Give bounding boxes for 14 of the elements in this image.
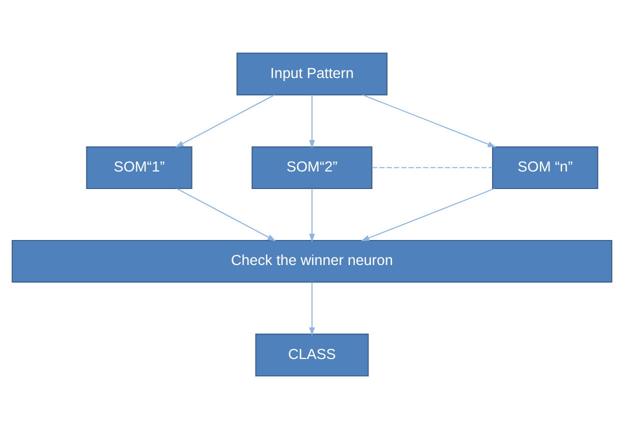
node-box: CLASS xyxy=(255,333,369,376)
arrow xyxy=(362,94,496,147)
node-box: SOM“2” xyxy=(252,146,372,188)
arrow xyxy=(175,94,275,148)
node-box: SOM“1” xyxy=(86,146,192,188)
node-box: SOM “n” xyxy=(492,146,598,188)
node-box: Check the winner neuron xyxy=(12,240,612,282)
arrow xyxy=(309,282,315,336)
arrow xyxy=(309,188,315,242)
arrow xyxy=(176,188,276,241)
connector xyxy=(372,166,492,168)
arrow xyxy=(309,94,315,148)
arrow xyxy=(361,188,495,241)
node-box: Input Pattern xyxy=(236,52,388,95)
